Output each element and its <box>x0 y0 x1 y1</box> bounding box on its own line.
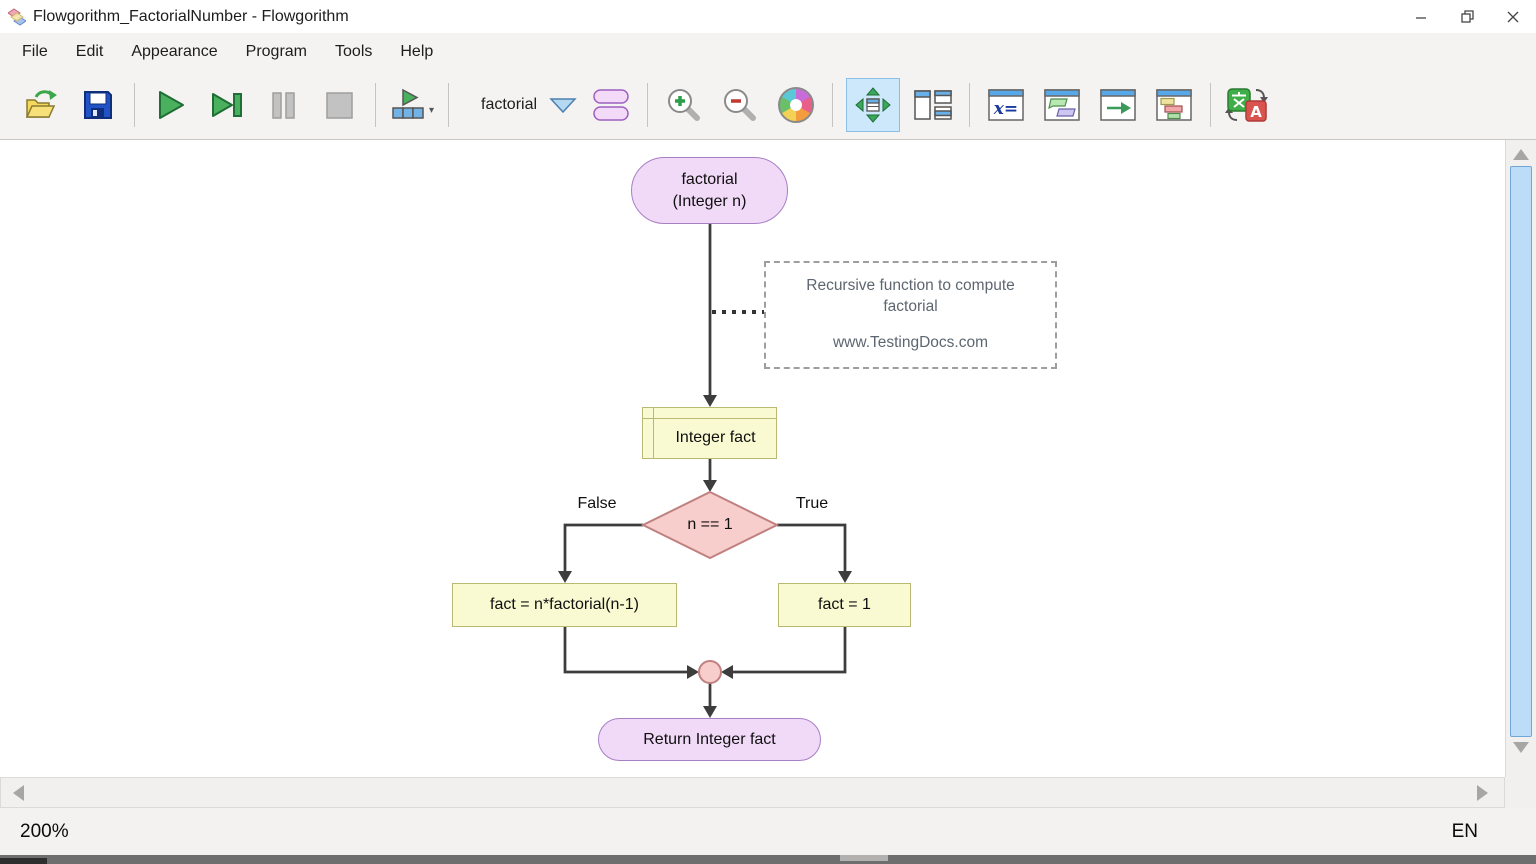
zoom-out-icon <box>724 89 757 121</box>
stop-button[interactable] <box>316 78 362 132</box>
declare-label: Integer fact <box>675 429 756 446</box>
horizontal-scrollbar[interactable] <box>0 777 1505 808</box>
svg-text:A: A <box>1250 103 1262 121</box>
dropdown-triangle-icon <box>549 97 577 113</box>
chevron-down-icon[interactable]: ▾ <box>428 105 435 116</box>
console-window-icon <box>1044 89 1080 121</box>
menu-help[interactable]: Help <box>400 43 434 60</box>
function-selector[interactable]: factorial <box>481 96 577 114</box>
menu-tools[interactable]: Tools <box>335 43 373 60</box>
menu-file[interactable]: File <box>22 43 48 60</box>
comment-node[interactable]: Recursive function to compute factorial … <box>764 261 1057 369</box>
function-shapes-icon <box>593 89 629 121</box>
menu-appearance[interactable]: Appearance <box>131 43 218 60</box>
close-icon <box>1507 11 1519 22</box>
restore-icon <box>1460 10 1474 23</box>
save-floppy-icon <box>84 91 112 119</box>
vertical-scrollbar[interactable] <box>1505 140 1536 777</box>
run-chart-icon <box>392 88 424 119</box>
scroll-right-icon[interactable] <box>1477 785 1488 801</box>
toolbar-separator <box>375 83 376 127</box>
toolbar-separator <box>134 83 135 127</box>
functions-manager-button[interactable] <box>588 78 634 132</box>
scrollbar-corner <box>1505 777 1536 808</box>
open-button[interactable] <box>19 78 65 132</box>
function-selector-value: factorial <box>481 96 538 113</box>
pause-icon <box>272 92 295 119</box>
source-code-window-icon <box>1156 89 1192 121</box>
declare-node[interactable]: Integer fact <box>642 407 777 459</box>
status-bar: 200% EN <box>0 808 1536 855</box>
menu-bar: File Edit Appearance Program Tools Help <box>0 33 1536 71</box>
fit-to-window-icon <box>855 87 891 123</box>
fit-to-window-button[interactable] <box>846 78 901 132</box>
end-node[interactable]: Return Integer fact <box>598 718 821 761</box>
run-to-chart-button[interactable]: ▾ <box>389 78 435 132</box>
tile-windows-icon <box>914 90 952 120</box>
window-title: Flowgorithm_FactorialNumber - Flowgorith… <box>33 7 349 25</box>
variables-window-icon: x= <box>988 89 1024 121</box>
save-button[interactable] <box>75 78 121 132</box>
step-button[interactable] <box>204 78 250 132</box>
step-forward-icon <box>212 93 242 117</box>
taskbar-segment-dark <box>0 858 47 864</box>
output-window-icon <box>1100 89 1136 121</box>
toolbar: ▾ factorial <box>0 71 1536 140</box>
assign-node-recursive[interactable]: fact = n*factorial(n-1) <box>452 583 677 627</box>
menu-program[interactable]: Program <box>245 43 308 60</box>
taskbar-segment-light <box>840 855 888 861</box>
toolbar-separator <box>448 83 449 127</box>
main-area: factorial (Integer n) Recursive function… <box>0 140 1536 777</box>
console-window-button[interactable] <box>1039 78 1085 132</box>
run-button[interactable] <box>148 78 194 132</box>
color-scheme-button[interactable] <box>773 78 819 132</box>
zoom-in-icon <box>668 89 701 121</box>
toolbar-separator <box>832 83 834 127</box>
close-button[interactable] <box>1490 0 1536 33</box>
menu-edit[interactable]: Edit <box>75 43 104 60</box>
open-folder-icon <box>25 90 57 118</box>
tile-windows-button[interactable] <box>910 78 956 132</box>
stop-icon <box>326 92 353 119</box>
translate-icon: A <box>1225 88 1269 122</box>
minimize-icon <box>1416 16 1426 19</box>
scroll-left-icon[interactable] <box>13 785 24 801</box>
horizontal-scrollbar-row <box>0 777 1536 808</box>
window-controls <box>1398 0 1536 33</box>
language-indicator: EN <box>1451 820 1478 842</box>
output-window-button[interactable] <box>1095 78 1141 132</box>
zoom-out-button[interactable] <box>717 78 763 132</box>
translate-button[interactable]: A <box>1224 78 1270 132</box>
app-logo-icon <box>8 7 26 26</box>
svg-text:x=: x= <box>993 99 1018 119</box>
start-node-name: factorial <box>681 170 738 188</box>
true-branch-label: True <box>795 495 829 512</box>
assign-node-base[interactable]: fact = 1 <box>778 583 911 627</box>
variables-window-button[interactable]: x= <box>983 78 1029 132</box>
run-play-icon <box>159 91 184 119</box>
decision-condition[interactable]: n == 1 <box>687 516 733 533</box>
color-wheel-icon <box>778 87 815 123</box>
restore-button[interactable] <box>1444 0 1490 33</box>
flowchart-canvas[interactable]: factorial (Integer n) Recursive function… <box>0 140 1505 777</box>
zoom-level: 200% <box>20 820 69 842</box>
toolbar-separator <box>1210 83 1212 127</box>
start-node-params: (Integer n) <box>672 192 747 210</box>
comment-url: www.TestingDocs.com <box>832 333 989 351</box>
false-branch-label: False <box>577 495 617 512</box>
minimize-button[interactable] <box>1398 0 1444 33</box>
taskbar-edge <box>0 855 1536 864</box>
scroll-down-icon[interactable] <box>1513 742 1529 753</box>
vertical-scrollbar-thumb[interactable] <box>1510 166 1532 737</box>
toolbar-separator <box>647 83 649 127</box>
merge-circle <box>698 660 722 684</box>
zoom-in-button[interactable] <box>661 78 707 132</box>
comment-text: Recursive function to compute factorial <box>806 277 1015 316</box>
start-node[interactable]: factorial (Integer n) <box>631 157 788 224</box>
scroll-up-icon[interactable] <box>1513 149 1529 160</box>
source-viewer-button[interactable] <box>1151 78 1197 132</box>
title-bar: Flowgorithm_FactorialNumber - Flowgorith… <box>0 0 1536 33</box>
pause-button[interactable] <box>260 78 306 132</box>
toolbar-separator <box>969 83 971 127</box>
